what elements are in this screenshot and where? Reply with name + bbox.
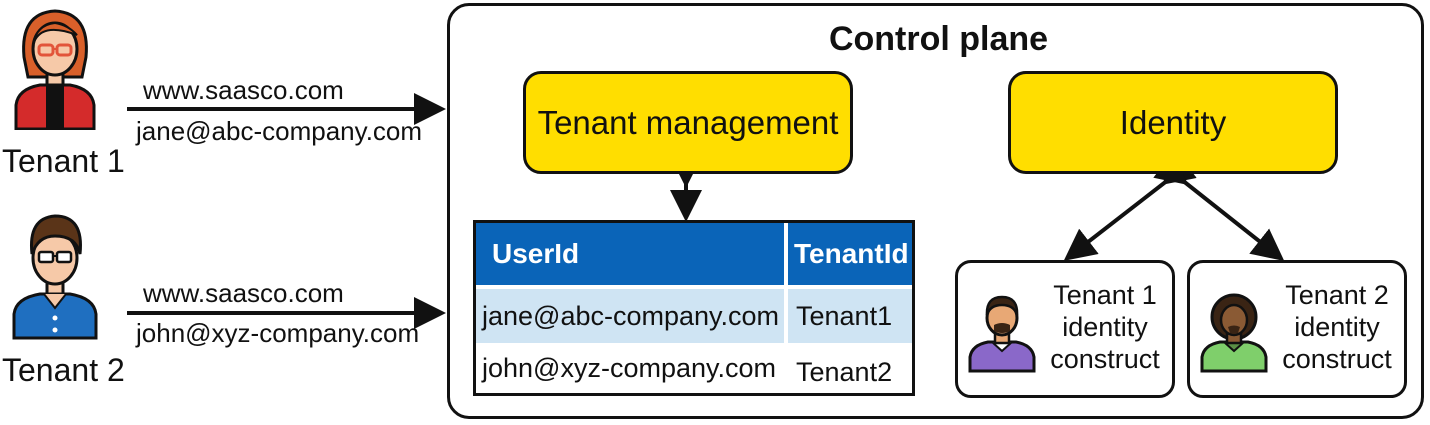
tenant-management-label: Tenant management	[537, 103, 839, 141]
tenant1-identity-construct: Tenant 1 identity construct	[955, 260, 1175, 398]
user-tenant-table: UserId TenantId jane@abc-company.com Ten…	[473, 220, 915, 396]
identity-box: Identity	[1008, 71, 1338, 174]
tenant1-email: jane@abc-company.com	[136, 116, 423, 146]
identity-construct1-arrow	[1063, 152, 1197, 261]
tenant2-url: www.saasco.com	[143, 278, 344, 308]
identity-construct2-arrow	[1153, 152, 1285, 261]
tenant1-label: Tenant 1	[2, 143, 125, 179]
table-cell-userid: jane@abc-company.com	[482, 300, 780, 331]
control-plane-title: Control plane	[828, 20, 1049, 58]
table-row	[476, 289, 912, 343]
tenant2-label: Tenant 2	[2, 352, 125, 388]
person-purple-icon	[968, 295, 1036, 373]
control-plane-container: Control plane	[447, 3, 1424, 419]
identity-construct2-text: Tenant 2 identity construct	[1282, 280, 1392, 374]
tenant2-identity-construct: Tenant 2 identity construct	[1187, 260, 1407, 398]
identity-label: Identity	[1119, 103, 1227, 141]
tenant1-avatar-icon	[14, 9, 96, 130]
table-cell-tenantid: Tenant2	[796, 356, 893, 387]
table-cell-userid: john@xyz-company.com	[482, 352, 777, 383]
table-header-userid: UserId	[492, 238, 580, 269]
identity-construct1-text: Tenant 1 identity construct	[1050, 280, 1160, 374]
table-cell-tenantid: Tenant1	[796, 300, 893, 331]
tenant2-email: john@xyz-company.com	[136, 318, 420, 348]
tenant2-avatar-icon	[12, 214, 98, 340]
table-header-tenantid: TenantId	[794, 238, 909, 269]
person-green-icon	[1200, 293, 1268, 373]
table-header-row	[476, 223, 912, 285]
tenant1-url: www.saasco.com	[143, 75, 344, 105]
tenant-management-box: Tenant management	[523, 71, 853, 174]
